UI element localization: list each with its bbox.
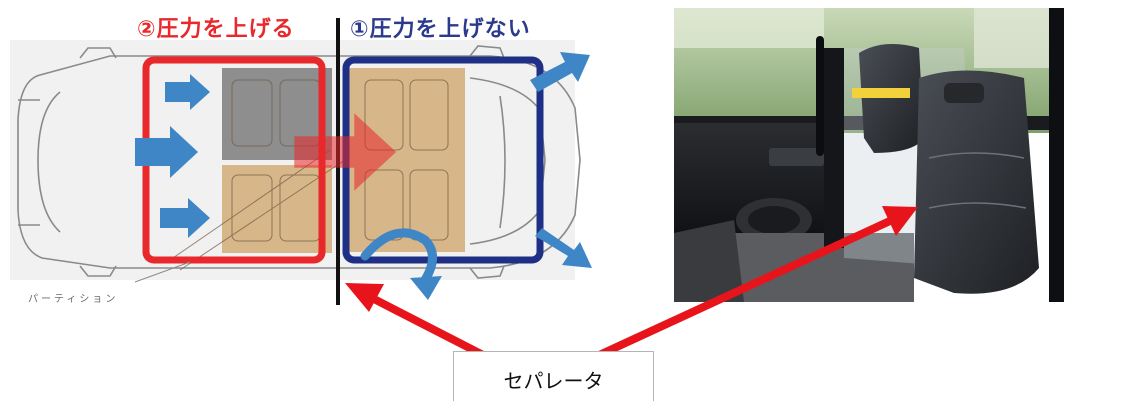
partition-label: パーティション [28, 294, 119, 305]
van-interior-photo [674, 8, 1064, 302]
airflow-curve-arrowhead [410, 276, 442, 300]
airflow-curve-arrow [360, 228, 437, 285]
separator-label-box: セパレータ [453, 351, 654, 401]
airflow-out-arrows [530, 52, 592, 268]
rear-seat-tan [222, 165, 332, 253]
separator-label: セパレータ [503, 369, 604, 393]
seat-details [169, 79, 449, 271]
car-airflow-diagram [10, 18, 592, 305]
heading-no-raise-pressure: ①圧力を上げない [350, 17, 531, 42]
partition-label-leader [134, 261, 191, 283]
heading-raise-pressure: ②圧力を上げる [137, 17, 295, 42]
airflow-in-arrows [135, 74, 210, 238]
pressure-direction-arrow [294, 113, 397, 191]
